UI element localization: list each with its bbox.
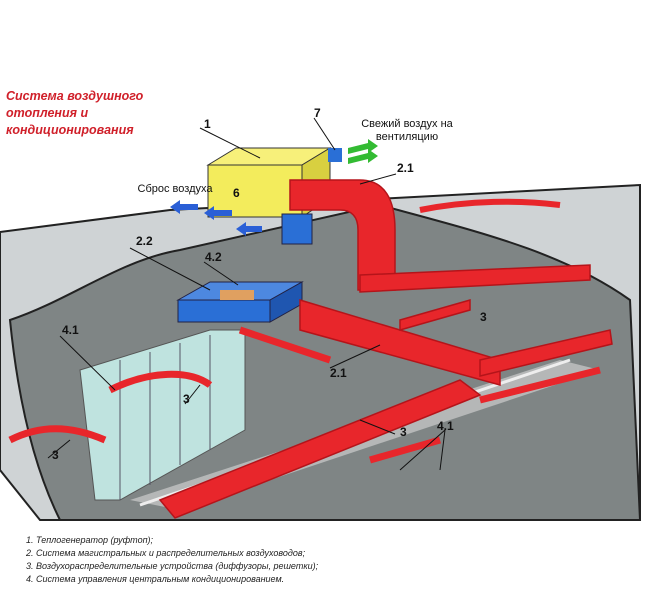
label-3-bottom: 3 xyxy=(400,425,407,439)
exhaust-note: Сброс воздуха xyxy=(137,183,213,195)
label-7: 7 xyxy=(314,106,321,120)
label-2-2: 2.2 xyxy=(136,234,153,248)
leader-lines xyxy=(47,117,446,471)
label-4-1-left: 4.1 xyxy=(62,323,79,337)
label-3-right: 3 xyxy=(480,310,487,324)
legend-item: 2. Система магистральных и распределител… xyxy=(26,548,306,558)
label-4-1-right: 4.1 xyxy=(437,419,454,433)
legend-item: 1. Теплогенератор (руфтоп); xyxy=(26,535,154,545)
label-1: 1 xyxy=(204,117,211,131)
label-3-center: 3 xyxy=(183,392,190,406)
exhaust-arrows xyxy=(170,200,262,236)
label-2-1-top: 2.1 xyxy=(397,161,414,175)
label-2-1-bottom: 2.1 xyxy=(330,366,347,380)
fresh-air-arrows xyxy=(348,139,378,164)
diagram-title: Система воздушного отопления и кондицион… xyxy=(6,89,144,137)
legend: 1. Теплогенератор (руфтоп); 2. Система м… xyxy=(26,534,486,586)
label-3-left: 3 xyxy=(52,448,59,462)
legend-item: 4. Система управления центральным кондиц… xyxy=(26,574,285,584)
return-box xyxy=(176,281,304,323)
duct-network xyxy=(8,179,613,519)
legend-item: 3. Воздухораспределительные устройства (… xyxy=(26,561,319,571)
label-4-2: 4.2 xyxy=(205,250,222,264)
fresh-air-note: Свежий воздух на вентиляцию xyxy=(361,118,453,143)
label-6: 6 xyxy=(233,186,240,200)
